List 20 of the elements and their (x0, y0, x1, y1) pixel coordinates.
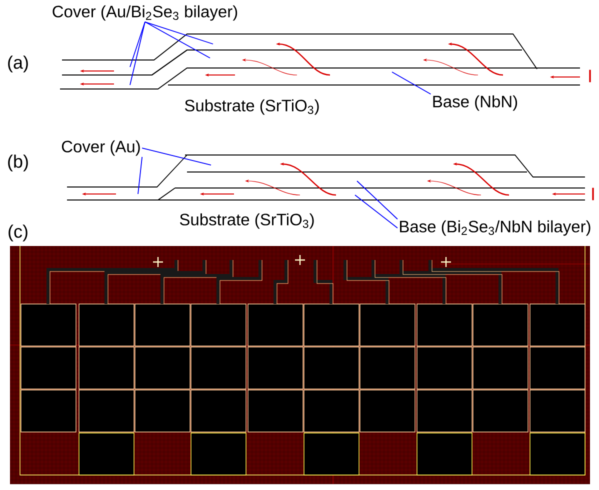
leader-line (392, 72, 432, 95)
layer-label: Cover (Au) (62, 140, 140, 156)
panel-letter: (a) (8, 56, 28, 72)
current-label: I (592, 188, 594, 200)
leader-line (142, 148, 212, 166)
leader-line (138, 156, 143, 194)
layer-label: Base (NbN) (433, 95, 518, 111)
leader-line (354, 194, 398, 228)
layer-label: Substrate (SrTiO$_{3}$) (180, 213, 314, 229)
layer-label: Base (Bi$_{2}$Se$_{3}$/NbN bilayer) (400, 220, 590, 236)
leader-line (144, 21, 214, 44)
leader-line (130, 21, 146, 86)
leader-line (144, 21, 210, 58)
current-label: I (589, 70, 591, 82)
panel-letter: (b) (8, 154, 28, 172)
leader-line (356, 180, 398, 220)
layer-label: Cover (Au/Bi$_{2}$Se$_{3}$ bilayer) (52, 5, 238, 21)
leader-line (130, 21, 146, 68)
layer-label: Substrate (SrTiO$_{3}$) (184, 99, 319, 115)
panel-letter: (c) (8, 224, 28, 242)
